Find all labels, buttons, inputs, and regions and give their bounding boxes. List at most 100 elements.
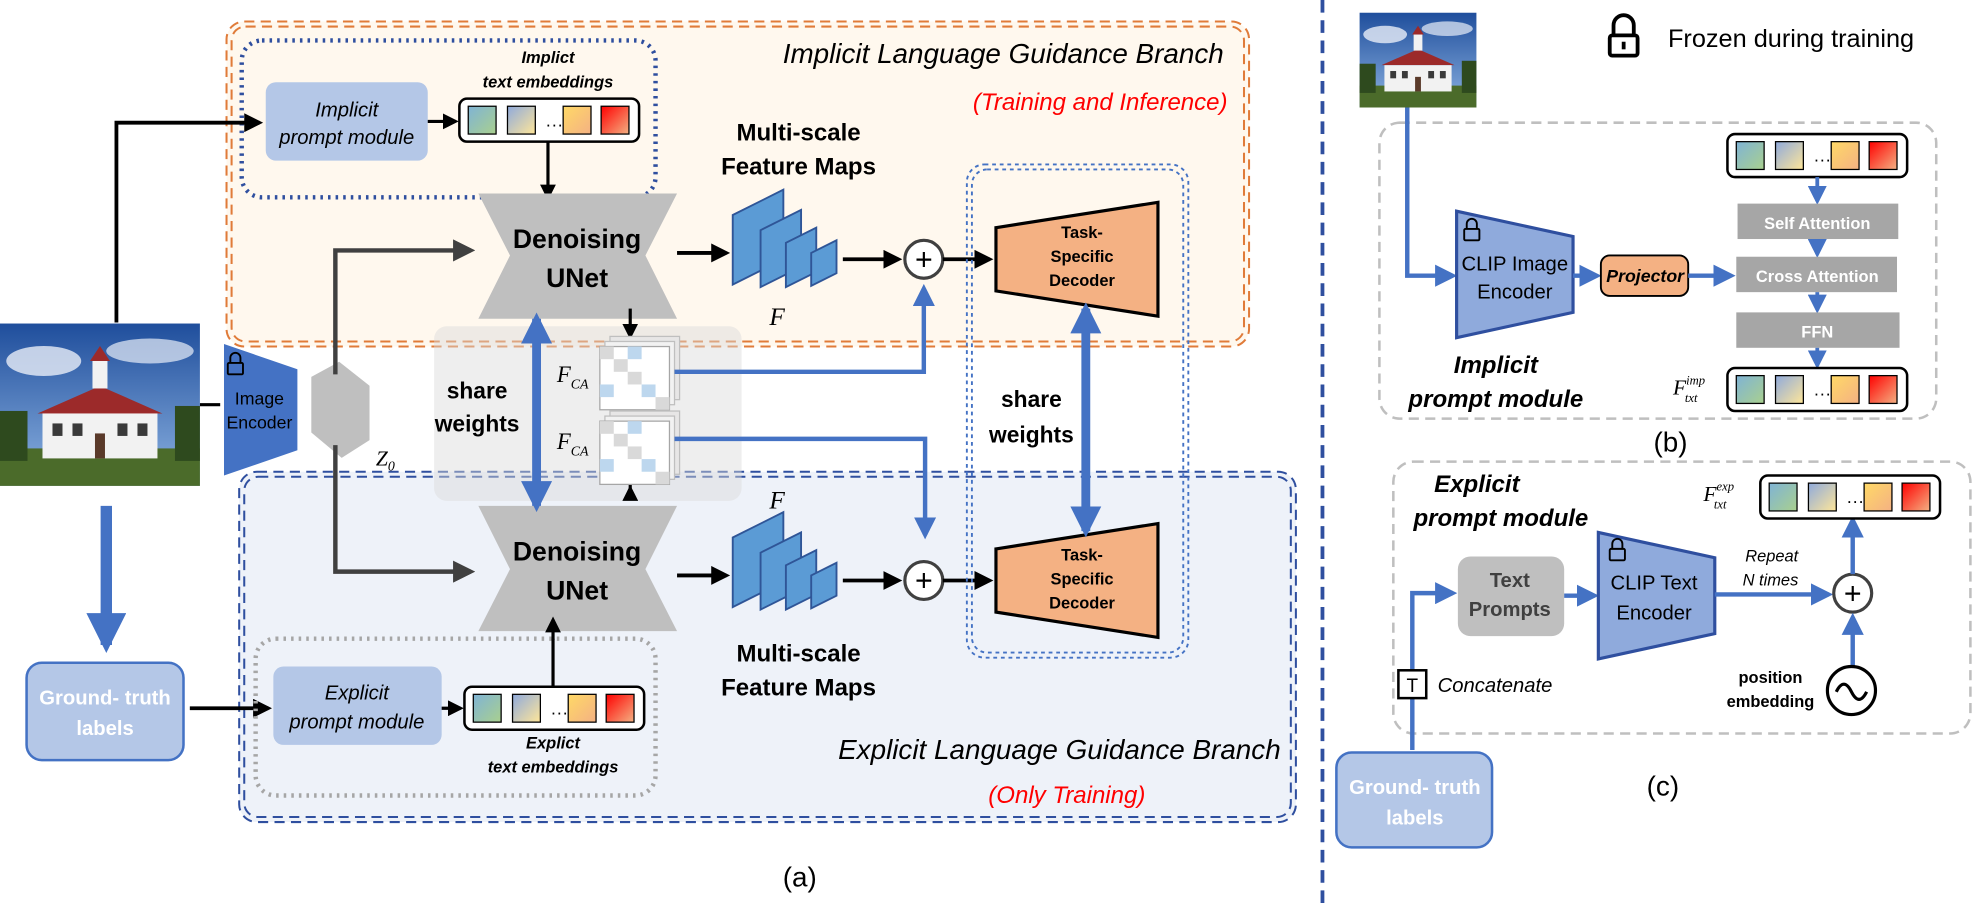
decoder-bottom-label-3: Decoder [1049,594,1115,612]
text-prompts-label-1: Text [1490,570,1530,592]
panel-b-caption: (b) [1653,427,1687,458]
feature-maps-bottom-label-1: Multi-scale [736,640,860,667]
concatenate-icon [1397,669,1428,700]
input-image [0,323,200,486]
ffn-label: FFN [1801,324,1833,342]
explicit-branch-mode: (Only Training) [988,782,1145,809]
feature-maps-bottom-label-2: Feature Maps [721,675,876,702]
panel-a-caption: (a) [783,862,817,893]
explicit-prompt-label-2: prompt module [288,711,424,733]
self-attention-block [1737,203,1899,240]
ffn-block [1736,312,1900,348]
latent-z0 [311,361,370,458]
plus-node-top-symbol: + [915,243,933,276]
clip-text-encoder [1596,530,1717,661]
unet-top-label-1: Denoising [513,224,641,254]
decoder-bottom-label-2: Specific [1050,570,1113,588]
explicit-prompt-dotted-box [253,636,658,798]
share-weights-decoder-label-1: share [1001,386,1062,412]
explicit-module-box-c [1392,460,1972,735]
svg-text:T: T [1407,676,1419,697]
implicit-module-box-b [1378,121,1938,420]
explicit-module-label-c-2: prompt module [1412,505,1588,532]
explicit-text-embeddings-label-1: Explict [526,735,581,753]
implicit-query-tokens [1726,132,1909,179]
explicit-branch-title: Explicit Language Guidance Branch [838,734,1281,765]
clip-image-encoder [1455,209,1575,340]
explicit-prompt-label-1: Explicit [325,682,390,704]
decoder-top-label-3: Decoder [1049,272,1115,290]
position-embedding-label-1: position [1738,669,1802,687]
share-weights-unet-label-2: weights [434,410,520,436]
input-image-b [1359,12,1477,108]
ground-truth-labels-c [1335,751,1494,849]
implicit-prompt-module [265,82,428,161]
implicit-branch-mode: (Training and Inference) [973,89,1228,116]
decoder-share-region [965,163,1190,659]
cross-attention-map-top [599,335,681,411]
denoising-unet-bottom [478,505,678,632]
panel-c-caption: (c) [1647,771,1679,802]
decoder-top-label-1: Task- [1061,224,1103,242]
feature-symbol-bottom: F [768,486,785,514]
unet-bottom-label-2: UNet [546,575,608,605]
clip-image-encoder-label-2: Encoder [1477,281,1553,303]
plus-node-bottom-symbol: + [915,565,933,598]
implicit-text-embeddings [458,97,641,143]
decoder-bottom-label-1: Task- [1061,546,1103,564]
position-embedding-label-2: embedding [1727,693,1815,711]
self-attention-label: Self Attention [1764,215,1870,233]
panel-c: Explicit prompt module Text Prompts CLIP… [1335,460,1972,849]
unet-bottom-label-1: Denoising [513,536,641,566]
feature-maps-top-label-1: Multi-scale [736,119,860,146]
concatenate-label: Concatenate [1438,675,1553,697]
feature-maps-top-label-2: Feature Maps [721,154,876,181]
lock-icon [1607,13,1640,58]
gt-c-label-2: labels [1386,808,1443,830]
projector-label: Projector [1606,266,1685,286]
implicit-text-embeddings-label-2: text embeddings [483,73,614,91]
image-encoder-label-2: Encoder [226,413,292,433]
explicit-text-embeddings-label-2: text embeddings [488,759,619,777]
frozen-legend-label: Frozen during training [1668,25,1914,53]
gt-c-label-1: Ground- truth [1349,777,1481,799]
denoising-unet-top [478,193,678,319]
explicit-prompt-module-a [273,666,442,745]
feature-symbol-top: F [768,303,785,331]
panel-a: Implicit Language Guidance Branch (Train… [0,20,1297,893]
repeat-label-1: Repeat [1745,548,1799,566]
latent-label: Z0 [376,446,395,474]
task-decoder-top [994,200,1160,319]
fca-bottom-label: FCA [556,429,589,459]
implicit-branch-title: Implicit Language Guidance Branch [783,38,1224,69]
unet-top-label-2: UNet [546,263,608,293]
gt-a-label-1: Ground- truth [39,687,171,709]
gt-a-label-2: labels [76,718,133,740]
repeat-label-2: N times [1743,572,1799,590]
plus-node-c-symbol: + [1844,577,1862,610]
explicit-output-tokens [1759,474,1942,520]
implicit-prompt-module-label-1: Implicit [315,99,379,121]
clip-image-encoder-label-1: CLIP Image [1462,254,1569,276]
clip-text-encoder-label-2: Encoder [1616,603,1692,625]
explicit-text-embeddings [463,685,646,732]
panel-b: Frozen during training CLIP Image Encode… [1359,12,1938,458]
image-encoder-label-1: Image [235,389,284,409]
cross-attention-map-bottom [599,410,681,486]
text-prompts-label-2: Prompts [1469,599,1551,621]
task-decoder-bottom [994,521,1160,640]
implicit-output-tokens [1726,366,1909,413]
share-weights-unet-label-1: share [447,377,508,403]
cross-attention-label: Cross Attention [1756,268,1879,286]
implicit-text-embeddings-label-1: Implict [521,49,576,67]
implicit-module-label-b-2: prompt module [1407,386,1583,413]
implicit-prompt-module-label-2: prompt module [278,127,414,149]
explicit-module-label-c-1: Explicit [1434,471,1520,498]
clip-text-encoder-label-1: CLIP Text [1611,572,1698,594]
fca-top-label: FCA [556,362,589,392]
decoder-top-label-2: Specific [1050,248,1113,266]
implicit-module-label-b-1: Implicit [1454,352,1539,379]
